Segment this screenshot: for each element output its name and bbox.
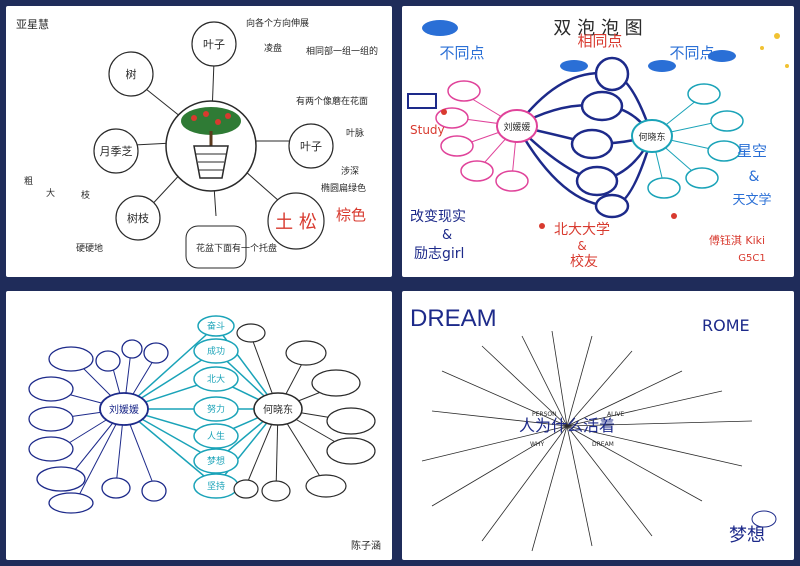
signature: 陈子涵	[351, 539, 381, 552]
cloud-icon	[751, 510, 777, 528]
branch-circle-leaf-top	[191, 21, 237, 67]
middle-header: 相同点	[577, 32, 622, 50]
right-center-label: 何晓东	[638, 131, 665, 143]
dream-mind-map-drawing: DREAM ROME 人为什么活着 PERSON ALIV	[410, 305, 777, 552]
shared-label-5: 坚持	[207, 480, 225, 492]
shared-label-2: 努力	[207, 403, 225, 415]
alumni-caption: 校友	[570, 253, 598, 270]
starry-sky-caption: 星空	[737, 142, 767, 160]
note-9: 粗	[24, 175, 33, 187]
shared-label-3: 人生	[207, 430, 225, 442]
class-code: G5C1	[738, 253, 765, 264]
right-header: 不同点	[669, 44, 714, 62]
blue-mind-map-drawing: 刘媛媛 何晓东 成功 北大 努力 人生 梦想 坚持 奋斗 陈子涵	[28, 315, 381, 552]
note-5: 涉深	[341, 165, 359, 177]
double-bubble-title: 双 泡 泡 图	[553, 18, 642, 39]
label-alive: ALIVE	[607, 411, 624, 418]
star-icons	[760, 33, 789, 68]
right-bubbles	[647, 83, 744, 199]
cloud-icons	[422, 20, 736, 72]
heart-icons	[441, 109, 677, 229]
right-center-label: 何晓东	[263, 403, 293, 416]
branch-circle-leaf-right	[288, 123, 334, 169]
peking-university-caption: 北大大学	[554, 222, 610, 238]
label-dream: DREAM	[592, 441, 614, 448]
branch-label-tree: 树	[126, 67, 137, 81]
left-header: 不同点	[439, 44, 484, 62]
label-person: PERSON	[532, 411, 557, 418]
shared-label-0: 成功	[207, 345, 225, 357]
left-bubbles	[28, 339, 169, 514]
branch-circle-rose	[93, 128, 139, 174]
double-bubble-panel: 双 泡 泡 图 不同点 相同点 不同点	[402, 6, 794, 277]
trunk-bubble	[185, 225, 247, 269]
brown-label: 棕色	[336, 206, 366, 224]
shared-label-1: 北大	[207, 373, 225, 385]
right-center-bubble	[631, 119, 673, 153]
left-center-bubble	[496, 109, 538, 143]
note-10: 大	[46, 187, 55, 199]
left-center-bubble	[99, 392, 149, 426]
double-bubble-drawing: 双 泡 泡 图 不同点 相同点 不同点	[407, 18, 789, 270]
tree-mind-map-panel: 亚星慧	[6, 6, 392, 277]
middle-ampersand: &	[577, 239, 586, 253]
dream-heading: DREAM	[410, 305, 497, 332]
right-center-bubble	[253, 392, 303, 426]
study-caption: Study	[410, 123, 445, 137]
signature: 傅钰淇 Kiki	[709, 233, 765, 247]
blue-mind-map-panel: 刘媛媛 何晓东 成功 北大 努力 人生 梦想 坚持 奋斗 陈子涵	[6, 291, 392, 560]
right-bubbles	[233, 323, 376, 502]
dream-footer: 梦想	[729, 525, 765, 546]
note-1: 凌盘	[264, 42, 282, 54]
shared-bubbles	[570, 56, 630, 219]
note-2: 相同部一组一组的	[306, 45, 378, 57]
left-ampersand: &	[442, 228, 452, 243]
label-why: WHY	[530, 441, 544, 448]
branch-circle-twig	[115, 195, 161, 241]
right-ampersand: &	[749, 169, 760, 185]
shared-label-6: 奋斗	[207, 320, 225, 332]
radial-lines	[421, 330, 753, 552]
inspiring-girl-caption: 励志girl	[414, 246, 464, 262]
rome-heading: ROME	[702, 316, 750, 335]
branch-label-leaf-right: 叶子	[300, 140, 322, 153]
note-3: 有两个像蘑在花面	[296, 95, 368, 107]
dream-mind-map-panel: DREAM ROME 人为什么活着 PERSON ALIV	[402, 291, 794, 560]
branch-label-leaf-top: 叶子	[203, 38, 225, 51]
shared-label-4: 梦想	[207, 455, 225, 467]
book-icon	[407, 93, 437, 109]
left-center-label: 刘媛媛	[503, 121, 530, 133]
shared-bubbles	[193, 315, 239, 499]
center-question: 人为什么活着	[519, 416, 615, 435]
note-8: 硬硬地	[76, 242, 103, 254]
left-center-label: 刘媛媛	[109, 403, 139, 416]
branch-label-rose: 月季芝	[100, 145, 133, 158]
potted-plant-icon	[181, 107, 241, 179]
branch-circle-soil	[267, 192, 325, 250]
note-7: 花盆下面有一个托盘	[196, 242, 277, 254]
branch-label-twig: 树枝	[127, 211, 149, 225]
astronomy-caption: 天文学	[732, 192, 771, 208]
note-6: 椭圆扁绿色	[321, 182, 366, 194]
branch-circle-tree	[108, 51, 154, 97]
branch-label-soil: 土 松	[275, 212, 317, 233]
note-11: 枝	[81, 189, 90, 201]
author-name: 亚星慧	[16, 17, 49, 31]
note-0: 向各个方向伸展	[246, 17, 309, 29]
tree-mind-map-drawing: 亚星慧	[16, 17, 378, 269]
change-reality-caption: 改变现实	[410, 209, 466, 225]
note-4: 叶脉	[346, 127, 364, 139]
